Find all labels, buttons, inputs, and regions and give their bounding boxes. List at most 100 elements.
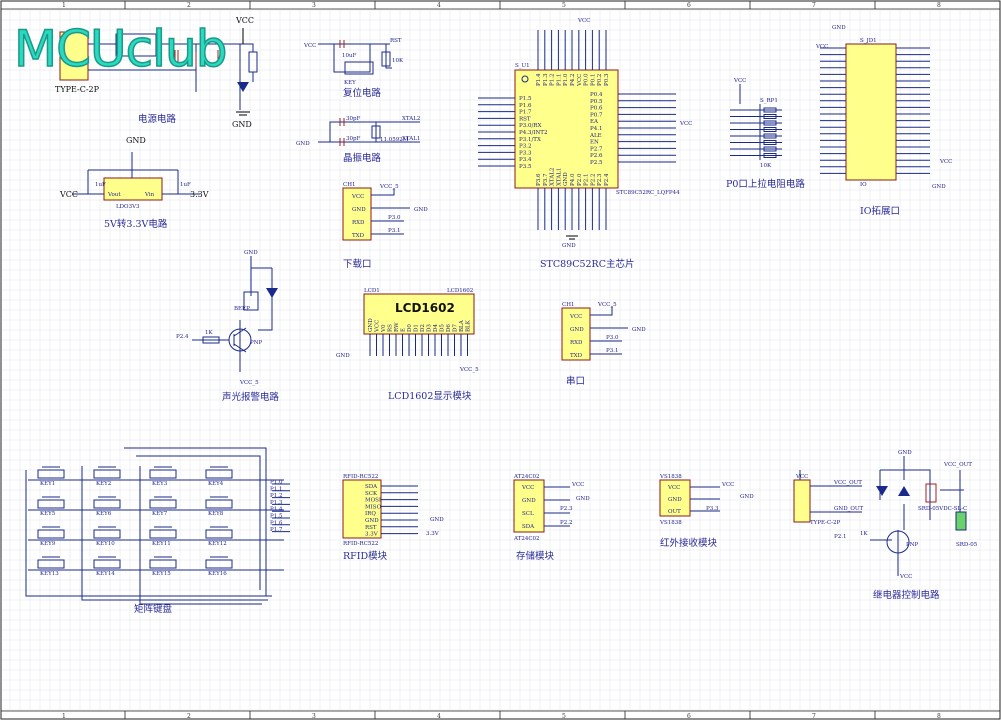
rfid-pin-label: SDA	[365, 484, 378, 490]
lcd-pin-label: D5	[440, 324, 446, 332]
mcu-pin-left: P3.3	[519, 150, 532, 156]
uart-p31-label: P3.1	[606, 348, 618, 354]
mcu-pin-top: P1.0	[563, 73, 569, 86]
rfid-pin-label: SCK	[365, 491, 378, 497]
download-p30-label: P3.0	[388, 215, 401, 221]
ldo-vin-pin: Vin	[144, 192, 155, 198]
keypad-key	[37, 499, 65, 509]
mcu-ea-vcc-label: VCC	[679, 121, 692, 127]
storage-gnd-label: GND	[576, 496, 590, 502]
lcd-pin-label: D1	[414, 324, 420, 332]
ruler-label-top: 1	[62, 2, 66, 9]
relay-typec	[793, 479, 811, 523]
relay-vccout-label: VCC_OUT	[833, 480, 862, 486]
io-caption: IO拓展口	[860, 205, 900, 217]
rfid-part-label: RFID-RC522	[343, 541, 378, 547]
crystal-xtal2-label: XTAL2	[402, 116, 420, 122]
keypad-key-label: KEY16	[208, 571, 227, 577]
reset-rst-label: RST	[390, 38, 402, 44]
mcu-pin-right: P0.6	[590, 106, 603, 112]
rfid-pin-label: RST	[365, 525, 377, 531]
mcu-pin-right: P2.5	[590, 160, 603, 166]
rfid-3v3-label: 3.3V	[426, 531, 440, 537]
download-p31-label: P3.1	[388, 228, 400, 234]
ruler-label-top: 5	[562, 2, 566, 9]
mcu-pin-left: P1.5	[519, 96, 532, 102]
keypad-key	[149, 499, 177, 509]
keypad-net-label: P1.1	[270, 486, 282, 492]
reset-key-label: KEY	[344, 80, 356, 86]
keypad-net-label: P1.7	[270, 527, 283, 533]
download-header	[342, 187, 372, 241]
ruler-label-bottom: 7	[812, 713, 816, 720]
keypad-key	[205, 499, 233, 509]
mcu-pin-bottom: P3.6	[536, 173, 542, 186]
mcu-pin-top: P4.2	[570, 74, 576, 86]
mcu-pin-left: P3.2	[519, 144, 531, 150]
ir-vcc-label: VCC	[721, 482, 734, 488]
keypad-key	[37, 469, 65, 479]
keypad-key-label: KEY13	[40, 571, 59, 577]
ruler-label-bottom: 8	[937, 713, 941, 720]
keypad-key-label: KEY7	[152, 511, 168, 517]
keypad-key	[93, 499, 121, 509]
ruler-label-top: 2	[187, 2, 191, 9]
p0-rp1-label: S_RP1	[760, 98, 778, 104]
mcu-part-label: STC89C52RC_LQFP44	[616, 190, 680, 196]
keypad-key	[149, 529, 177, 539]
ir-gnd-label: GND	[740, 494, 754, 500]
storage-pin-label: VCC	[521, 485, 534, 491]
resistor-pack	[730, 107, 782, 158]
mcu-pin-top: P0.3	[604, 73, 610, 86]
buzzer-circuit: GND BEEP PNP P2.4 1K VCC_5 声光报警电路	[176, 250, 280, 403]
reset-caption: 复位电路	[343, 87, 382, 99]
keypad-key-label: KEY2	[96, 481, 111, 487]
relay-led	[876, 486, 888, 496]
ruler-label-top: 7	[812, 2, 816, 9]
mcu-pin-top: P0.2	[597, 74, 603, 86]
relay-transistor	[886, 530, 910, 554]
keypad-key-label: KEY4	[208, 481, 224, 487]
mcu-pin-right: P4.1	[590, 126, 602, 132]
uart-gnd-label: GND	[632, 327, 646, 333]
buzzer-pnp-label: PNP	[250, 340, 263, 346]
lcd-pin-label: BLA	[459, 319, 465, 332]
lcd-pin-label: D0	[407, 324, 413, 332]
download-gnd-label: GND	[414, 207, 428, 213]
ldo-vcc-label: VCC	[59, 190, 78, 199]
buzzer-gnd-label: GND	[244, 250, 258, 256]
uart-pin-vcc: VCC	[569, 314, 582, 320]
keypad-key-label: KEY10	[96, 541, 115, 547]
lcd-part-label: LCD1602	[447, 288, 473, 294]
lcd-pin-label: BLK	[466, 319, 472, 332]
mcu-pin-right: EA	[590, 119, 599, 125]
reset-cap-label: 10uF	[342, 53, 357, 59]
buzzer-p24-label: P2.4	[176, 334, 189, 340]
mcu-pin-top: P0.1	[590, 74, 596, 86]
uart-port: VCC GND RXD TXD VCC_5 GND P3.0 P3.1 CH1 …	[561, 302, 646, 387]
ir-part-top-label: VS1838	[659, 474, 682, 480]
rfid-pin-label: 3.3V	[365, 532, 379, 538]
download-pin-rxd: RXD	[352, 220, 365, 226]
relay-res-label: 1K	[860, 531, 868, 537]
buzzer-caption: 声光报警电路	[222, 391, 280, 403]
io-jd1-label: S_JD1	[860, 38, 877, 44]
lcd-pin-label: D3	[427, 324, 433, 332]
ir-pin-label: VCC	[667, 485, 680, 491]
keypad-net-labels: P1.0P1.1P1.2P1.3P1.4P1.5P1.6P1.7	[270, 480, 290, 533]
mcu-pin-left: P3.5	[519, 164, 532, 170]
ruler-label-bottom: 2	[187, 713, 191, 720]
io-ref-label: IO	[860, 182, 867, 188]
download-ref-label: CH1	[343, 182, 356, 188]
ir-pin-label: OUT	[668, 509, 681, 515]
buzzer-beep-label: BEEP	[234, 306, 250, 312]
reset-res-label: 10K	[392, 58, 404, 64]
keypad-net-label: P1.0	[270, 480, 283, 486]
uart-pin-rxd: RXD	[570, 340, 583, 346]
keypad-net-label: P1.3	[270, 500, 283, 506]
keypad-net-label: P1.4	[270, 507, 283, 513]
